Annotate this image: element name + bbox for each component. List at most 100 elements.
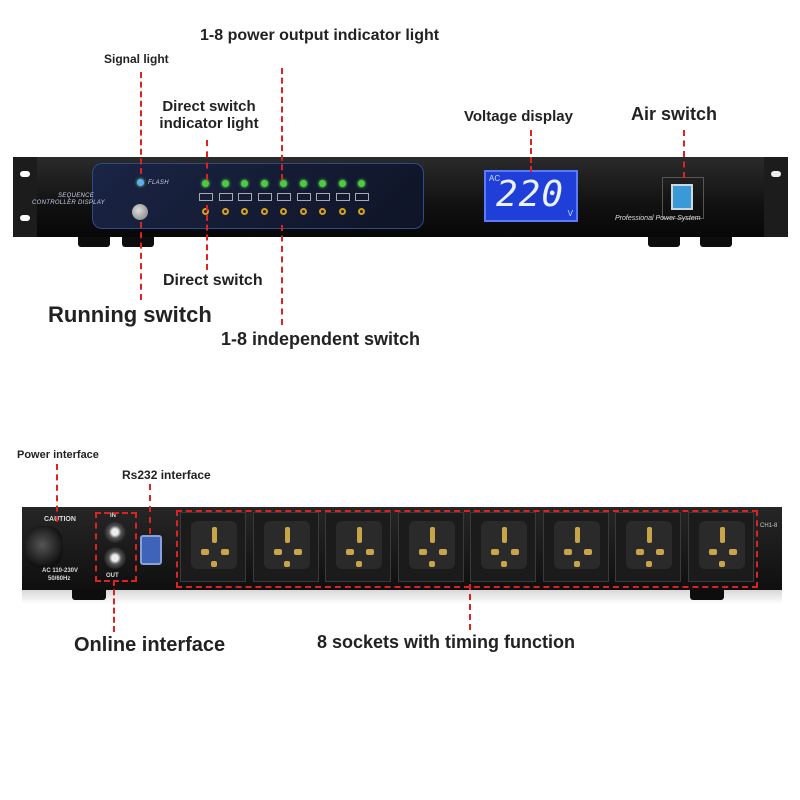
independent-switch[interactable] bbox=[299, 208, 307, 215]
label-independent-switch: 1-8 independent switch bbox=[221, 329, 421, 349]
power-output-indicator-led bbox=[358, 180, 365, 187]
independent-switch[interactable] bbox=[280, 208, 287, 215]
pointer-line bbox=[281, 225, 283, 325]
channel-label-box bbox=[199, 193, 213, 201]
socket-contact bbox=[647, 527, 652, 543]
sockets-box bbox=[176, 510, 758, 588]
label-air-switch: Air switch bbox=[631, 104, 718, 124]
pointer-line bbox=[469, 584, 471, 630]
ch-label: CH1-8 bbox=[760, 523, 778, 529]
socket-face bbox=[553, 521, 600, 569]
rear-foot bbox=[72, 590, 106, 600]
voltage-spec-text: AC 110-230V bbox=[42, 568, 79, 574]
independent-switch[interactable] bbox=[241, 208, 248, 215]
online-in-port[interactable] bbox=[104, 521, 126, 543]
independent-switch[interactable] bbox=[221, 208, 229, 215]
socket-contact bbox=[656, 549, 664, 555]
socket-contact bbox=[201, 549, 209, 555]
channel-label-box bbox=[218, 193, 233, 201]
socket-contact bbox=[563, 549, 572, 555]
socket-contact bbox=[357, 527, 362, 543]
socket-face bbox=[336, 521, 382, 569]
socket-contact bbox=[502, 527, 507, 543]
power-output-indicator-led bbox=[338, 180, 346, 187]
channel-label-box bbox=[316, 193, 330, 201]
timed-socket[interactable] bbox=[252, 512, 319, 582]
socket-contact bbox=[636, 549, 644, 555]
timed-socket[interactable] bbox=[470, 512, 536, 582]
ac-text: AC bbox=[489, 174, 501, 183]
pointer-line bbox=[206, 140, 208, 180]
in-text: IN bbox=[110, 513, 116, 519]
sequence-text: SEQUENCE bbox=[58, 193, 95, 199]
running-switch-knob[interactable] bbox=[132, 204, 148, 220]
socket-contact bbox=[366, 549, 374, 555]
label-voltage-display: Voltage display bbox=[464, 108, 573, 125]
rear-foot bbox=[690, 590, 724, 600]
label-running-switch: Running switch bbox=[48, 302, 212, 327]
socket-contact bbox=[583, 549, 592, 555]
socket-contact bbox=[212, 527, 217, 543]
power-output-indicator-led bbox=[260, 180, 268, 187]
label-signal-light: Signal light bbox=[104, 52, 169, 66]
right-rack-ear bbox=[764, 157, 788, 237]
independent-switch[interactable] bbox=[319, 208, 326, 215]
pointer-line bbox=[683, 130, 685, 178]
frequency-text: 50/60Hz bbox=[48, 576, 71, 582]
power-output-indicator-led bbox=[319, 180, 326, 187]
independent-switch[interactable] bbox=[338, 208, 346, 215]
timed-socket[interactable] bbox=[180, 512, 246, 582]
socket-face bbox=[481, 521, 527, 569]
timed-socket[interactable] bbox=[542, 512, 609, 582]
socket-contact bbox=[646, 561, 652, 567]
direct-switch-indicator-led bbox=[202, 180, 209, 187]
socket-contact bbox=[418, 549, 427, 555]
channel-label-box bbox=[296, 193, 311, 201]
socket-contact bbox=[708, 549, 717, 555]
online-out-port[interactable] bbox=[104, 547, 126, 569]
label-online-interface: Online interface bbox=[74, 634, 226, 656]
rs232-port[interactable] bbox=[140, 535, 162, 565]
channel-label-box bbox=[355, 193, 369, 201]
pointer-line bbox=[56, 464, 58, 522]
professional-text: Professional Power System bbox=[615, 215, 701, 222]
signal-light bbox=[137, 179, 144, 186]
power-output-indicator-led bbox=[241, 180, 248, 187]
socket-contact bbox=[293, 549, 302, 555]
socket-contact bbox=[573, 561, 580, 567]
label-sockets: 8 sockets with timing function bbox=[317, 632, 576, 652]
label-power-output-indicator: 1-8 power output indicator light bbox=[200, 27, 440, 44]
pointer-line bbox=[206, 205, 208, 270]
socket-face bbox=[698, 521, 745, 569]
timed-socket[interactable] bbox=[687, 512, 754, 582]
timed-socket[interactable] bbox=[397, 512, 464, 582]
socket-contact bbox=[491, 549, 499, 555]
independent-switch[interactable] bbox=[358, 208, 365, 215]
flash-text: FLASH bbox=[148, 180, 169, 186]
pointer-line bbox=[140, 222, 142, 300]
socket-contact bbox=[221, 549, 229, 555]
socket-contact bbox=[501, 561, 507, 567]
timed-socket[interactable] bbox=[615, 512, 681, 582]
socket-contact bbox=[718, 561, 725, 567]
socket-contact bbox=[438, 549, 447, 555]
timed-socket[interactable] bbox=[325, 512, 391, 582]
socket-contact bbox=[346, 549, 354, 555]
socket-contact bbox=[283, 561, 290, 567]
socket-contact bbox=[428, 561, 435, 567]
voltage-value: 220 bbox=[496, 174, 565, 215]
independent-switch[interactable] bbox=[260, 208, 268, 215]
caution-text: CAUTION bbox=[44, 516, 76, 523]
left-rack-ear bbox=[13, 157, 37, 237]
power-output-indicator-led bbox=[299, 180, 307, 187]
power-output-indicator-led bbox=[221, 180, 229, 187]
v-unit: V bbox=[567, 209, 573, 218]
socket-face bbox=[263, 521, 310, 569]
front-foot bbox=[78, 237, 110, 247]
out-text: OUT bbox=[106, 573, 119, 579]
power-cable bbox=[25, 526, 63, 568]
pointer-line bbox=[113, 580, 115, 632]
direct-switch[interactable] bbox=[202, 208, 209, 215]
channel-label-box bbox=[335, 193, 350, 201]
air-switch[interactable] bbox=[671, 184, 693, 210]
